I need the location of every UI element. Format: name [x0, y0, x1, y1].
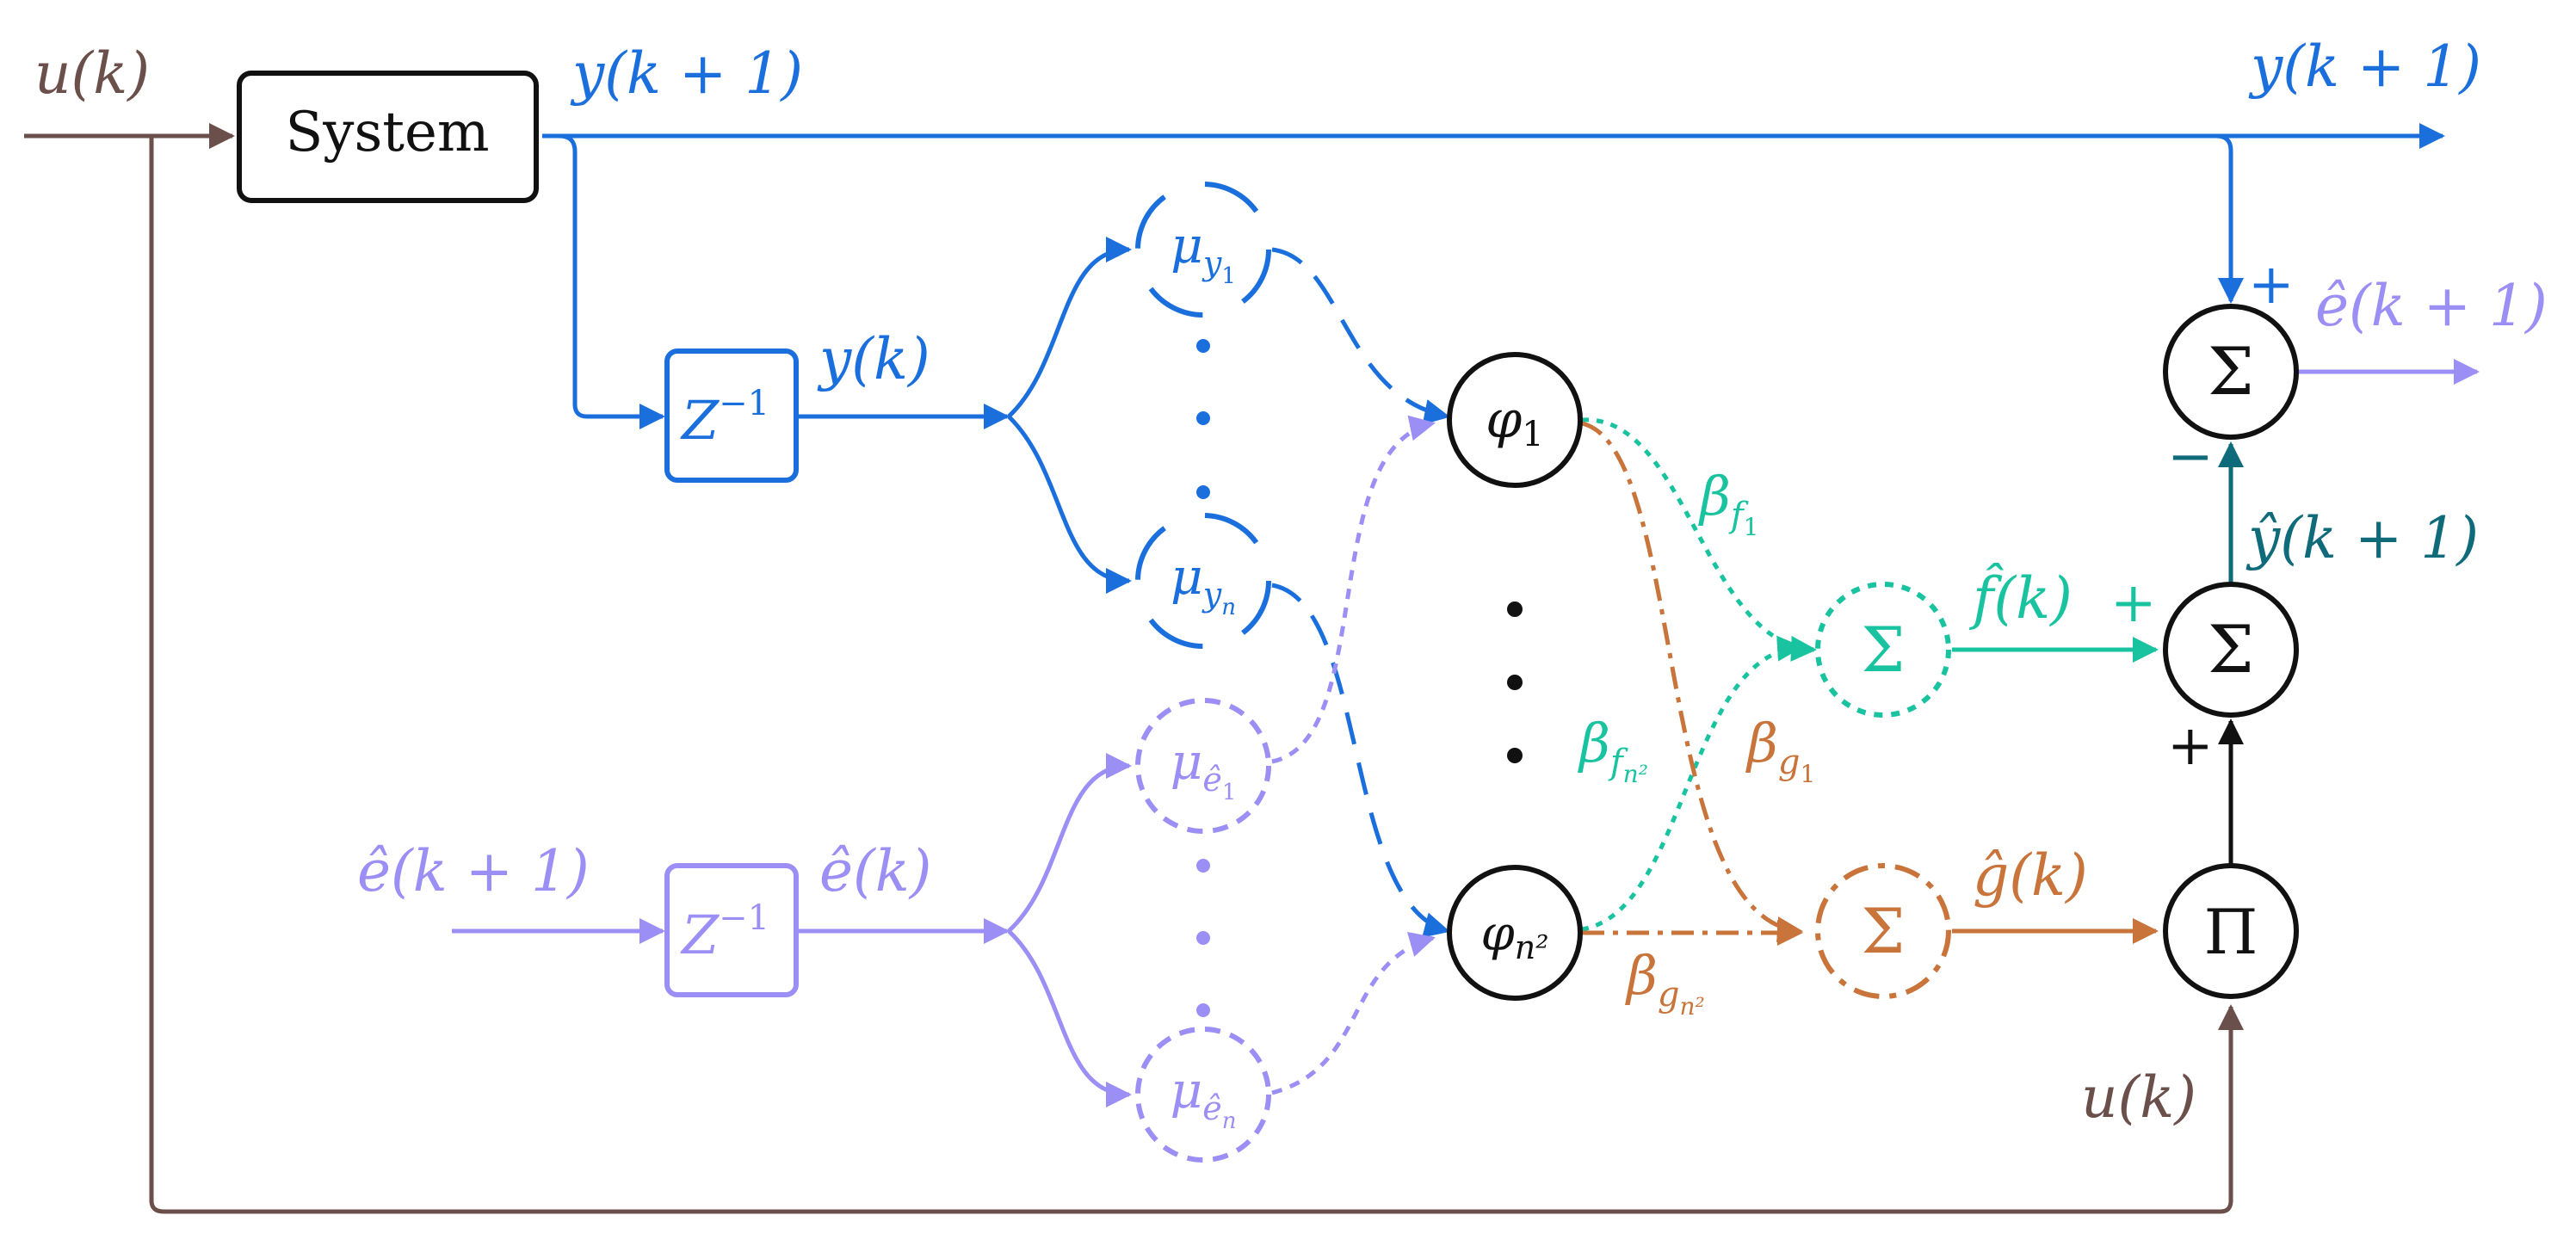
wire-muy1-phi1	[1271, 247, 1450, 425]
sum-top-node: Σ	[2163, 304, 2299, 440]
wire-branch-yn	[1007, 415, 1132, 594]
sum-f-symbol: Σ	[1862, 614, 1906, 686]
label-ehat-k: ê(k)	[819, 838, 932, 904]
label-ghat: ĝ(k)	[1973, 842, 2088, 909]
delay-label-y: Z−1	[680, 384, 769, 452]
membership-mu-e1: μê1	[1135, 698, 1271, 834]
wires	[24, 123, 2480, 1214]
wire-y-to-sum	[2215, 133, 2244, 304]
wire-u-feedback	[149, 135, 2244, 1214]
svg-text:φn²: φn²	[1481, 906, 1549, 966]
sum-g-symbol: Σ	[1862, 895, 1906, 967]
rule-phi-n2: φn²	[1447, 865, 1583, 1001]
sum-g-node: Σ	[1815, 863, 1951, 999]
wire-branch-en	[1007, 929, 1132, 1107]
rule-phi-1: φ1	[1447, 352, 1583, 488]
wire-mue1-phi1	[1271, 415, 1436, 764]
wire-phin2-fsum	[1581, 635, 1803, 932]
sign-plus-g: +	[2167, 714, 2214, 778]
sum-f-node: Σ	[1815, 582, 1951, 718]
sum-top-symbol: Σ	[2208, 333, 2254, 410]
sign-minus-yhat: −	[2167, 425, 2214, 489]
label-beta-gn2: βgn²	[1625, 944, 1705, 1021]
ellipsis-dots	[1196, 339, 1523, 1017]
label-ehat-next-in: ê(k + 1)	[357, 838, 590, 904]
product-node: Π	[2163, 863, 2299, 999]
label-y-next-right: y(k + 1)	[2248, 34, 2481, 100]
system-label: System	[285, 101, 489, 164]
label-y-next-top: y(k + 1)	[570, 40, 803, 107]
sum-middle-node: Σ	[2163, 582, 2299, 718]
system-block: System	[237, 71, 539, 203]
label-yhat-next: ŷ(k + 1)	[2246, 505, 2479, 571]
svg-text:μê1: μê1	[1171, 732, 1237, 805]
wire-muen-phin2	[1271, 932, 1436, 1095]
svg-text:μên: μên	[1171, 1061, 1237, 1134]
sign-plus-y: +	[2248, 253, 2295, 317]
label-u-left: u(k)	[34, 40, 150, 107]
product-symbol: Π	[2204, 896, 2258, 968]
label-beta-f1: βf1	[1698, 465, 1758, 541]
wire-branch-y1	[1007, 237, 1132, 418]
svg-text:μy1: μy1	[1171, 216, 1236, 289]
delay-block-y: Z−1	[664, 349, 799, 483]
delay-block-ehat: Z−1	[664, 863, 799, 997]
membership-mu-yn: μyn	[1135, 513, 1271, 649]
label-u-right: u(k)	[2081, 1064, 2196, 1131]
svg-text:φ1: φ1	[1486, 390, 1543, 454]
delay-label-ehat: Z−1	[680, 898, 769, 966]
wire-phi1-gsum	[1581, 421, 1803, 942]
wire-muyn-phin2	[1271, 583, 1450, 938]
wire-branch-e1	[1007, 753, 1132, 933]
membership-mu-y1: μy1	[1135, 182, 1271, 318]
sum-middle-symbol: Σ	[2208, 611, 2254, 688]
label-beta-g1: βg1	[1745, 712, 1815, 788]
label-fhat: f̂(k)	[1968, 564, 2073, 632]
membership-mu-en: μên	[1135, 1027, 1271, 1163]
label-beta-fn2: βfn²	[1578, 712, 1648, 788]
label-ehat-next-out: ê(k + 1)	[2315, 273, 2548, 339]
wire-y-to-delay	[559, 133, 665, 429]
sign-plus-f: +	[2110, 571, 2157, 635]
label-yk: y(k)	[817, 326, 930, 392]
svg-text:μyn: μyn	[1171, 547, 1236, 620]
